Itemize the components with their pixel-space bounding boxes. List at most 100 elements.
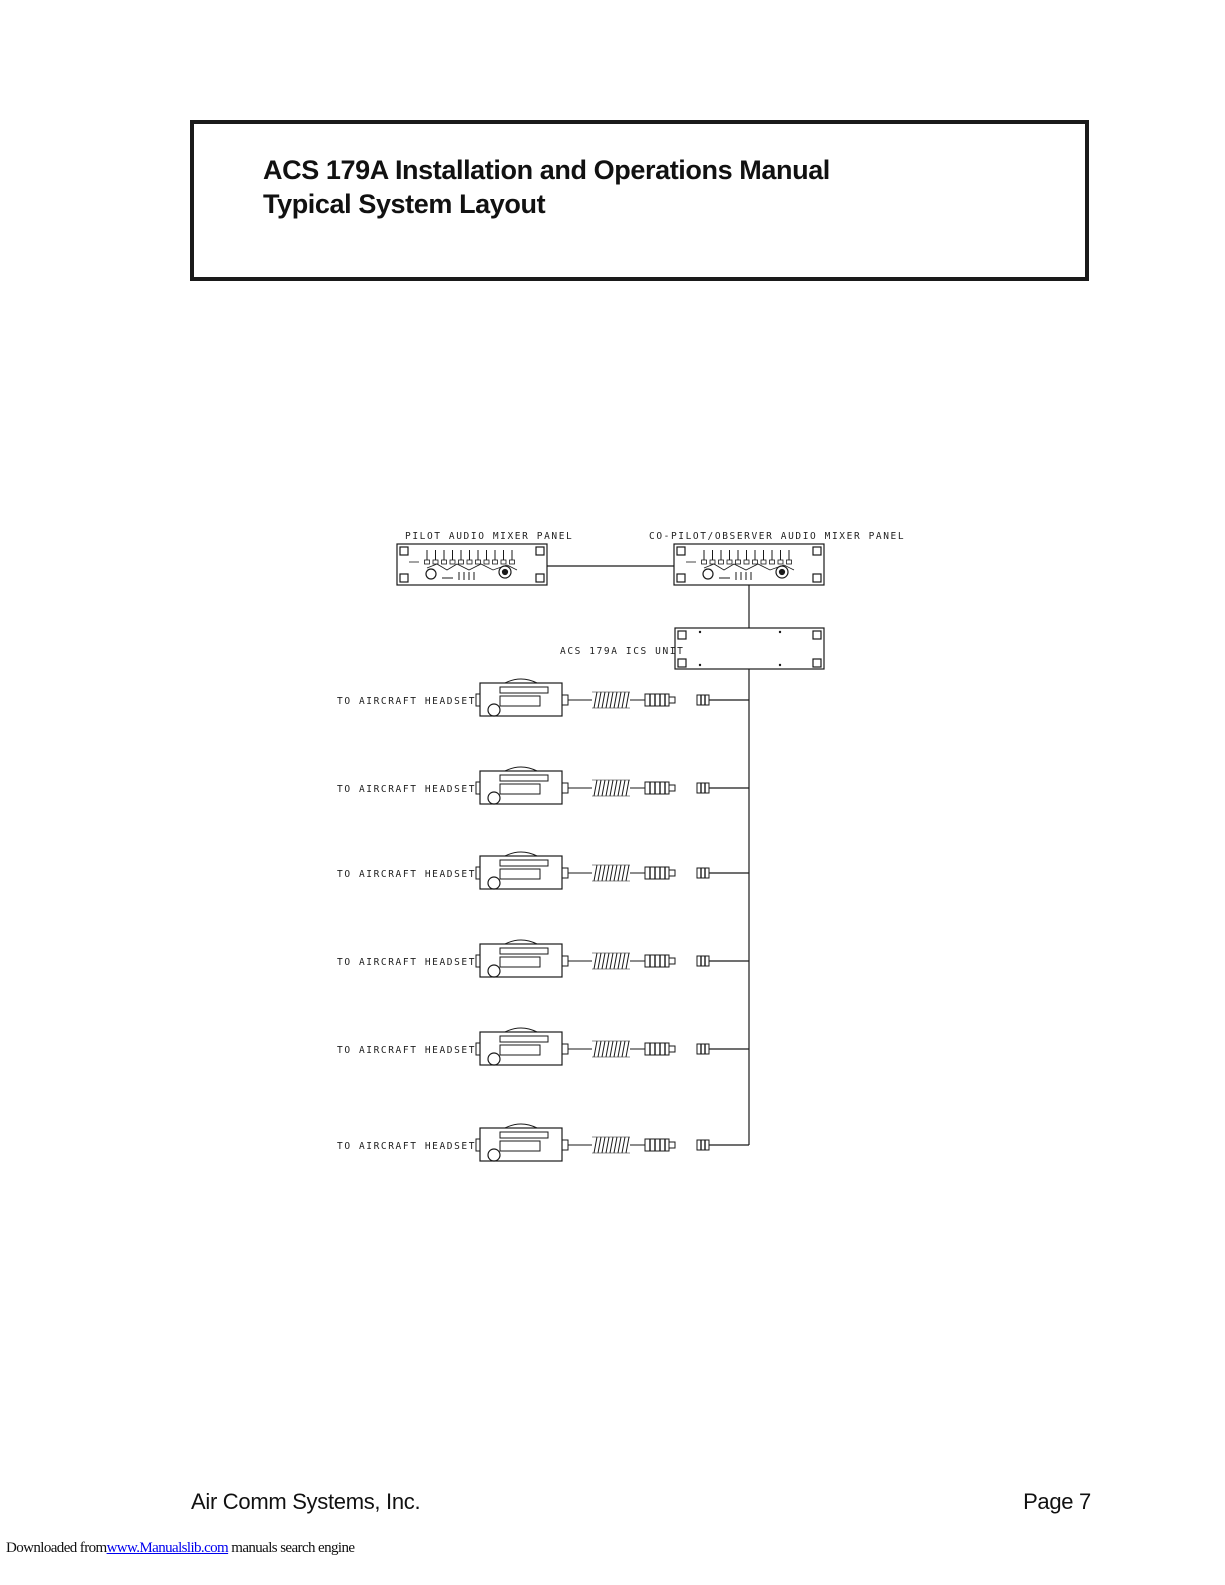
- headset-controller-tab: [475, 693, 481, 707]
- headset-station-label: TO AIRCRAFT HEADSET: [337, 784, 476, 795]
- headset-controller-box: [479, 943, 563, 978]
- headset-stations: TO AIRCRAFT HEADSET TO AIRCRAFT HEADSET TO…: [337, 678, 710, 1162]
- headset-controller-slot: [499, 686, 549, 694]
- pilot-mixer-panel-mount-tab: [535, 546, 545, 556]
- headset-station-label: TO AIRCRAFT HEADSET: [337, 869, 476, 880]
- headset-controller-knob: [487, 791, 501, 805]
- headset-controller-box: [479, 1031, 563, 1066]
- headset-jack: [696, 694, 710, 706]
- headset-plug-tip: [668, 696, 676, 704]
- headset-controller-tab: [475, 866, 481, 880]
- headset-jack: [696, 1139, 710, 1151]
- headset-jack: [696, 1043, 710, 1055]
- copilot-mixer-panel-markings: [703, 563, 795, 571]
- copilot-mixer-panel-mount-tab: [812, 573, 822, 583]
- headset-controller-window: [499, 956, 541, 968]
- header-box: ACS 179A Installation and Operations Man…: [190, 120, 1089, 281]
- pilot-mixer-panel-switch-base: [483, 559, 490, 565]
- ics-screw: [698, 630, 702, 634]
- copilot-mixer-panel: CO-PILOT/OBSERVER AUDIO MIXER PANEL: [649, 531, 904, 586]
- wiring: [547, 565, 750, 1146]
- headset-jack: [696, 782, 710, 794]
- headset-jack: [696, 955, 710, 967]
- pilot-mixer-panel: PILOT AUDIO MIXER PANEL: [396, 531, 572, 586]
- headset-controller-slot: [499, 774, 549, 782]
- pilot-mixer-panel-switch-base: [441, 559, 447, 565]
- headset-station: TO AIRCRAFT HEADSET: [337, 1027, 710, 1066]
- headset-coiled-cord: [593, 864, 630, 882]
- headset-controller-window: [499, 695, 541, 707]
- headset-coiled-cord: [593, 1040, 630, 1058]
- headset-station-label: TO AIRCRAFT HEADSET: [337, 1045, 476, 1056]
- headset-controller-knob: [487, 876, 501, 890]
- headset-station: TO AIRCRAFT HEADSET: [337, 766, 710, 805]
- copilot-mixer-panel-knob: [775, 565, 789, 579]
- pilot-mixer-panel-outline: [396, 543, 548, 586]
- copilot-mixer-panel-switch-base: [718, 559, 724, 565]
- manualslib-link[interactable]: www.Manualslib.com: [106, 1540, 229, 1556]
- headset-controller-tab: [475, 781, 481, 795]
- headset-coiled-cord: [593, 691, 630, 709]
- pilot-mixer-panel-switch-base: [432, 559, 439, 565]
- ics-mount-tab: [812, 630, 822, 640]
- headset-station: TO AIRCRAFT HEADSET: [337, 678, 710, 717]
- headset-controller-tab: [475, 954, 481, 968]
- pilot-mixer-panel-switch-base: [509, 559, 515, 565]
- headset-controller-jack: [561, 955, 569, 967]
- download-watermark: Downloaded fromwww.Manualslib.com manual…: [6, 1540, 355, 1557]
- ics-screw: [698, 663, 702, 667]
- headset-controller-box: [479, 682, 563, 717]
- headset-controller-clip: [504, 766, 538, 772]
- headset-controller-window: [499, 1044, 541, 1056]
- headset-controller-slot: [499, 1035, 549, 1043]
- pilot-mixer-panel-knob: [498, 565, 512, 579]
- ics-mount-tab: [677, 630, 687, 640]
- headset-controller-jack: [561, 867, 569, 879]
- copilot-mixer-panel-switch-base: [769, 559, 775, 565]
- copilot-mixer-panel-mount-tab: [676, 546, 686, 556]
- copilot-mixer-panel-switch-base: [752, 559, 758, 565]
- pilot-mixer-panel-switch-base: [466, 559, 473, 565]
- headset-coiled-cord: [593, 952, 630, 970]
- pilot-mixer-panel-mount-tab: [399, 573, 409, 583]
- headset-station-label: TO AIRCRAFT HEADSET: [337, 957, 476, 968]
- pilot-mixer-panel-switch-base: [475, 559, 481, 565]
- headset-controller-clip: [504, 851, 538, 857]
- ics-mount-tab: [677, 658, 687, 668]
- copilot-mixer-panel-switch-base: [709, 559, 716, 565]
- headset-plug-tip: [668, 957, 676, 965]
- copilot-mixer-panel-switch-base: [701, 559, 707, 565]
- headset-controller-jack: [561, 1043, 569, 1055]
- pilot-mixer-panel-mount-tab: [535, 573, 545, 583]
- headset-controller-knob: [487, 964, 501, 978]
- pilot-mixer-panel-markings: [426, 563, 518, 571]
- ics-screw: [778, 663, 782, 667]
- headset-controller-knob: [487, 1052, 501, 1066]
- headset-plug-tip: [668, 784, 676, 792]
- headset-controller-clip: [504, 1027, 538, 1033]
- ics-unit: ACS 179A ICS UNIT: [560, 627, 825, 670]
- headset-coiled-cord: [593, 1136, 630, 1154]
- headset-plug-tip: [668, 1045, 676, 1053]
- pilot-mixer-panel-knob-center: [501, 568, 509, 576]
- copilot-mixer-panel-outline: [673, 543, 825, 586]
- headset-controller-box: [479, 1127, 563, 1162]
- pilot-mixer-panel-switch-base: [492, 559, 498, 565]
- copilot-mixer-panel-switch-base: [760, 559, 767, 565]
- copilot-mixer-panel-mount-tab: [676, 573, 686, 583]
- ics-screw: [778, 630, 782, 634]
- ics-unit-box: [674, 627, 825, 670]
- pilot-mixer-panel-switch-base: [500, 559, 507, 565]
- headset-controller-jack: [561, 694, 569, 706]
- headset-controller-window: [499, 1140, 541, 1152]
- headset-controller-slot: [499, 859, 549, 867]
- footer-company: Air Comm Systems, Inc.: [191, 1489, 421, 1514]
- headset-plug-tip: [668, 1141, 676, 1149]
- copilot-mixer-panel-knob: [702, 568, 714, 580]
- pilot-mixer-panel-switch-base: [449, 559, 456, 565]
- headset-controller-box: [479, 770, 563, 805]
- watermark-prefix: Downloaded from: [6, 1540, 107, 1556]
- headset-controller-knob: [487, 703, 501, 717]
- copilot-mixer-panel-switch-base: [743, 559, 750, 565]
